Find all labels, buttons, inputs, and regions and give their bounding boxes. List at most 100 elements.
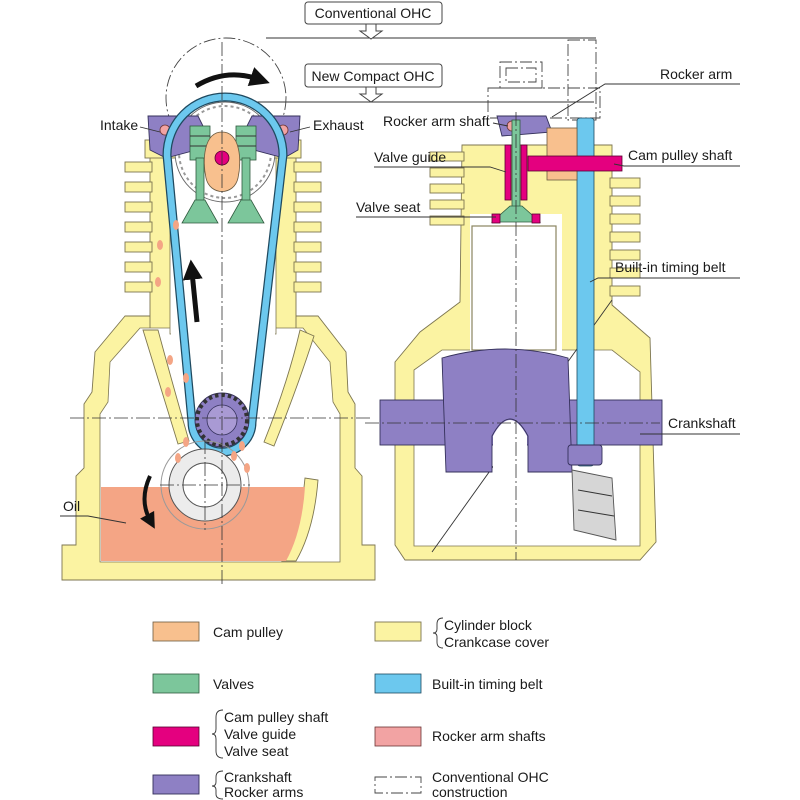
belt-direction-arrow-icon <box>182 259 203 323</box>
oil-droplet <box>244 463 250 473</box>
cooling-fin <box>429 151 465 162</box>
legend-label-conventional-ohc: Conventional OHC <box>432 769 549 785</box>
cooling-fin <box>124 181 153 193</box>
label-valve-guide: Valve guide <box>374 149 446 165</box>
valve-seat <box>491 213 501 224</box>
oil-droplet <box>231 451 237 461</box>
oil-droplet <box>155 277 161 287</box>
oil-droplet <box>239 441 245 451</box>
cooling-fin <box>429 183 465 194</box>
timing-belt <box>163 93 287 456</box>
conventional-ohc-pulley-outline <box>165 37 287 159</box>
valve-stem-intake <box>195 157 205 203</box>
leader-intake <box>139 126 161 133</box>
cooling-fin <box>124 201 153 213</box>
legend-swatch-valves <box>152 673 200 694</box>
rocker-arm <box>496 115 553 137</box>
cooling-fin <box>429 167 465 178</box>
legend-brace <box>432 617 444 649</box>
valve-head-intake <box>181 199 219 224</box>
cooling-fin <box>609 249 641 261</box>
crank-pulley-cover-line <box>577 489 613 497</box>
down-arrow-icon <box>358 86 384 103</box>
oil-droplet <box>183 437 189 447</box>
crank-rotation-arrow-icon <box>140 475 155 529</box>
new-compact-ohc-title: New Compact OHC <box>312 68 435 84</box>
legend: Cam pulley Cylinder block Crankcase cove… <box>152 617 549 800</box>
cooling-fin <box>293 261 322 273</box>
conventional-ohc-title: Conventional OHC <box>315 5 432 21</box>
label-cam-pulley-shaft: Cam pulley shaft <box>628 147 732 163</box>
leader-oil <box>60 515 127 524</box>
oil-droplet <box>167 355 173 365</box>
cooling-fin <box>124 241 153 253</box>
oil-droplet <box>157 240 163 250</box>
legend-label-valves: Valves <box>213 676 254 692</box>
label-intake: Intake <box>100 117 138 133</box>
crank-web-cutout <box>493 420 527 472</box>
cooling-fin <box>429 215 465 226</box>
cooling-fin <box>293 281 322 293</box>
valve-seat <box>531 213 541 224</box>
cam-pulley-shaft <box>527 155 623 172</box>
leader-rocker-arm-shaft <box>492 122 509 127</box>
cooling-fin <box>609 195 641 207</box>
cooling-fin <box>124 281 153 293</box>
leader-exhaust <box>289 126 311 133</box>
legend-brace <box>211 709 224 759</box>
legend-swatch-cylinder-block <box>374 621 422 642</box>
bore-junction <box>171 322 275 338</box>
label-valve-seat: Valve seat <box>356 199 420 215</box>
legend-swatch-timing-belt <box>374 673 422 694</box>
cooling-fin <box>124 261 153 273</box>
legend-label-crankcase-cover: Crankcase cover <box>444 634 549 650</box>
oil <box>101 487 305 561</box>
valve-stem-exhaust <box>241 157 251 203</box>
cooling-fin <box>609 177 641 189</box>
leader-valve-guide <box>374 166 507 173</box>
crank-pulley <box>567 444 603 466</box>
cam-pulley <box>546 127 578 181</box>
conventional-ohc-cam-outline <box>505 67 537 83</box>
crankcase-rib <box>263 329 315 447</box>
conventional-ohc-cam-outline <box>499 61 543 89</box>
legend-label-valve-guide: Valve guide <box>224 726 296 742</box>
leader-built-in-timing-belt <box>589 277 740 283</box>
side-view: Rocker arm Rocker arm shaft Valve guide … <box>356 39 740 561</box>
cooling-fin <box>124 221 153 233</box>
label-rocker-arm: Rocker arm <box>660 66 732 82</box>
label-built-in-timing-belt: Built-in timing belt <box>615 259 726 275</box>
legend-label-cam-pulley-shaft: Cam pulley shaft <box>224 709 328 725</box>
cooling-fin <box>293 201 322 213</box>
legend-label-timing-belt: Built-in timing belt <box>432 676 543 692</box>
cooling-fin <box>609 213 641 225</box>
legend-label-rocker-arm-shafts: Rocker arm shafts <box>432 728 546 744</box>
oil-droplet <box>183 373 189 383</box>
legend-label-rocker-arms: Rocker arms <box>224 784 303 800</box>
legend-label-cam-pulley: Cam pulley <box>213 624 283 640</box>
legend-swatch-crankshaft <box>152 774 200 795</box>
valve-head-exhaust <box>227 199 265 224</box>
legend-swatch-cam-pulley-shaft <box>152 726 200 747</box>
valve-guide <box>520 144 528 201</box>
crank-pulley-cover <box>571 469 617 541</box>
legend-label-crankshaft: Crankshaft <box>224 769 292 785</box>
legend-label-construction: construction <box>432 784 507 800</box>
down-arrow-icon <box>358 23 384 40</box>
leader-rocker-arm <box>551 83 740 118</box>
legend-label-cylinder-block: Cylinder block <box>444 617 533 633</box>
callouts: Conventional OHC New Compact OHC <box>232 1 596 103</box>
cam-rotation-arrow-icon <box>194 67 270 89</box>
cooling-fin <box>609 231 641 243</box>
label-crankshaft: Crankshaft <box>668 415 736 431</box>
label-rocker-arm-shaft: Rocker arm shaft <box>383 113 490 129</box>
legend-brace <box>211 770 224 800</box>
legend-swatch-rocker-arm-shafts <box>374 726 422 747</box>
oil-droplet <box>173 220 179 230</box>
built-in-timing-belt <box>576 117 595 467</box>
legend-swatch-conventional-ohc <box>374 776 422 794</box>
cooling-fin <box>429 199 465 210</box>
cooling-fin <box>124 161 153 173</box>
cooling-fin <box>293 161 322 173</box>
